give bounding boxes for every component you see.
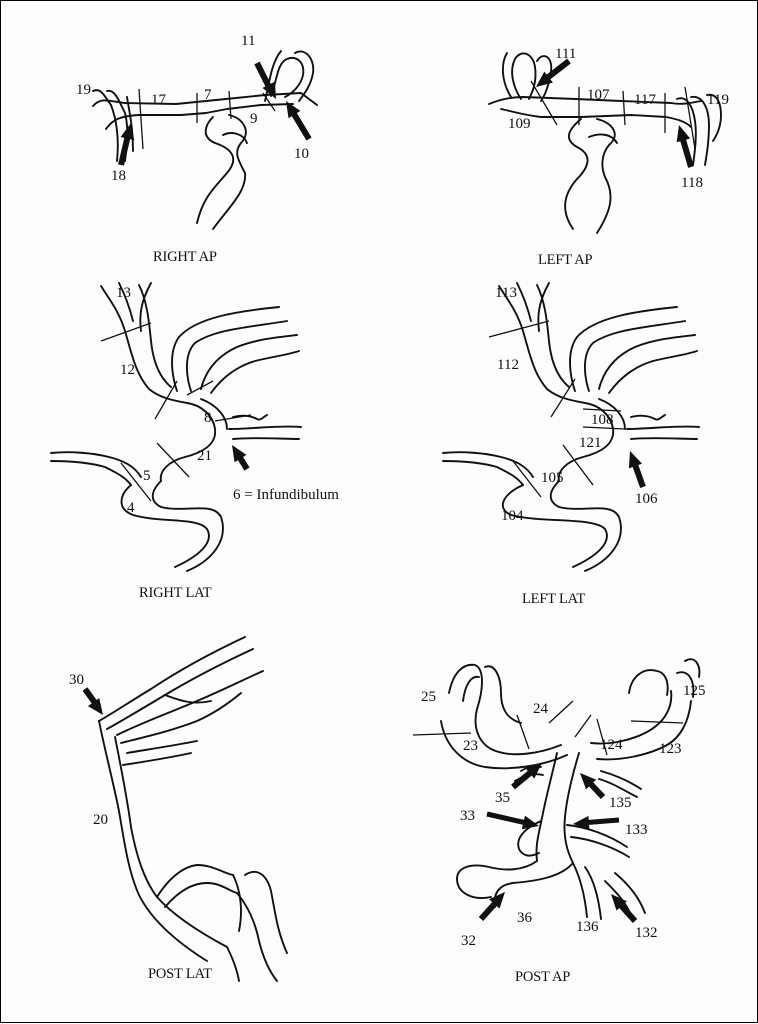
label-8: 8 bbox=[204, 410, 212, 426]
label-11: 11 bbox=[241, 33, 255, 49]
pointer-arrow-icon bbox=[121, 121, 138, 140]
label-7: 7 bbox=[204, 87, 212, 103]
label-13: 13 bbox=[116, 285, 131, 301]
label-10: 10 bbox=[294, 146, 309, 162]
caption-post-lat: POST LAT bbox=[148, 966, 212, 982]
label-18: 18 bbox=[111, 168, 126, 184]
label-132: 132 bbox=[635, 925, 658, 941]
post-lat-arrows bbox=[85, 689, 109, 719]
label-33: 33 bbox=[460, 808, 475, 824]
caption-right-ap: RIGHT AP bbox=[153, 249, 217, 265]
post-ap-vessels bbox=[413, 659, 699, 919]
label-4: 4 bbox=[127, 500, 135, 516]
label-9: 9 bbox=[250, 111, 258, 127]
diagram-left-ap: 111 107 117 119 109 118 LEFT AP bbox=[489, 46, 729, 268]
label-104: 104 bbox=[501, 508, 524, 524]
left-lat-arrows bbox=[623, 449, 643, 487]
label-36: 36 bbox=[517, 910, 533, 926]
caption-post-ap: POST AP bbox=[515, 969, 570, 985]
left-ap-arrows bbox=[532, 61, 691, 167]
infundibulum-note: 6 = Infundibulum bbox=[233, 487, 339, 503]
label-20: 20 bbox=[93, 812, 108, 828]
caption-right-lat: RIGHT LAT bbox=[139, 585, 212, 601]
pointer-arrow-icon bbox=[672, 123, 690, 142]
label-30: 30 bbox=[69, 672, 84, 688]
left-lat-vessels bbox=[443, 283, 699, 571]
label-105: 105 bbox=[541, 470, 564, 486]
label-136: 136 bbox=[576, 919, 599, 935]
label-12: 12 bbox=[120, 362, 135, 378]
label-123: 123 bbox=[659, 741, 682, 757]
label-117: 117 bbox=[634, 92, 656, 108]
label-133: 133 bbox=[625, 822, 648, 838]
label-119: 119 bbox=[707, 92, 729, 108]
diagram-post-ap: 25 24 23 124 123 125 35 135 33 133 36 13… bbox=[413, 659, 706, 985]
label-106: 106 bbox=[635, 491, 658, 507]
label-17: 17 bbox=[151, 92, 167, 108]
label-24: 24 bbox=[533, 701, 549, 717]
caption-left-ap: LEFT AP bbox=[538, 252, 592, 268]
right-lat-arrows bbox=[226, 441, 247, 469]
post-lat-vessels bbox=[99, 637, 287, 981]
label-125: 125 bbox=[683, 683, 706, 699]
pointer-arrow-icon bbox=[623, 449, 642, 469]
label-25: 25 bbox=[421, 689, 436, 705]
label-21: 21 bbox=[197, 448, 212, 464]
diagram-left-lat: 113 112 108 121 105 104 106 LEFT LAT bbox=[443, 283, 699, 607]
label-32: 32 bbox=[461, 933, 476, 949]
label-5: 5 bbox=[143, 468, 151, 484]
caption-left-lat: LEFT LAT bbox=[522, 591, 585, 607]
label-121: 121 bbox=[579, 435, 602, 451]
label-113: 113 bbox=[495, 285, 517, 301]
right-ap-arrows bbox=[121, 63, 309, 165]
label-109: 109 bbox=[508, 116, 531, 132]
label-19: 19 bbox=[76, 82, 91, 98]
diagram-right-ap: 19 17 7 11 9 18 10 RIGHT AP bbox=[76, 33, 317, 265]
right-lat-vessels bbox=[51, 283, 301, 571]
label-107: 107 bbox=[587, 87, 610, 103]
diagram-post-lat: 30 20 POST LAT bbox=[69, 637, 287, 982]
label-118: 118 bbox=[681, 175, 703, 191]
label-135: 135 bbox=[609, 795, 632, 811]
label-23: 23 bbox=[463, 738, 478, 754]
label-112: 112 bbox=[497, 357, 519, 373]
pointer-arrow-icon bbox=[573, 816, 590, 831]
post-ap-arrows bbox=[481, 758, 635, 921]
label-108: 108 bbox=[591, 412, 614, 428]
label-111: 111 bbox=[555, 46, 576, 62]
label-35: 35 bbox=[495, 790, 510, 806]
diagram-right-lat: 13 12 8 21 5 4 6 = Infundibulum RIGHT LA… bbox=[51, 283, 339, 601]
label-124: 124 bbox=[600, 737, 623, 753]
